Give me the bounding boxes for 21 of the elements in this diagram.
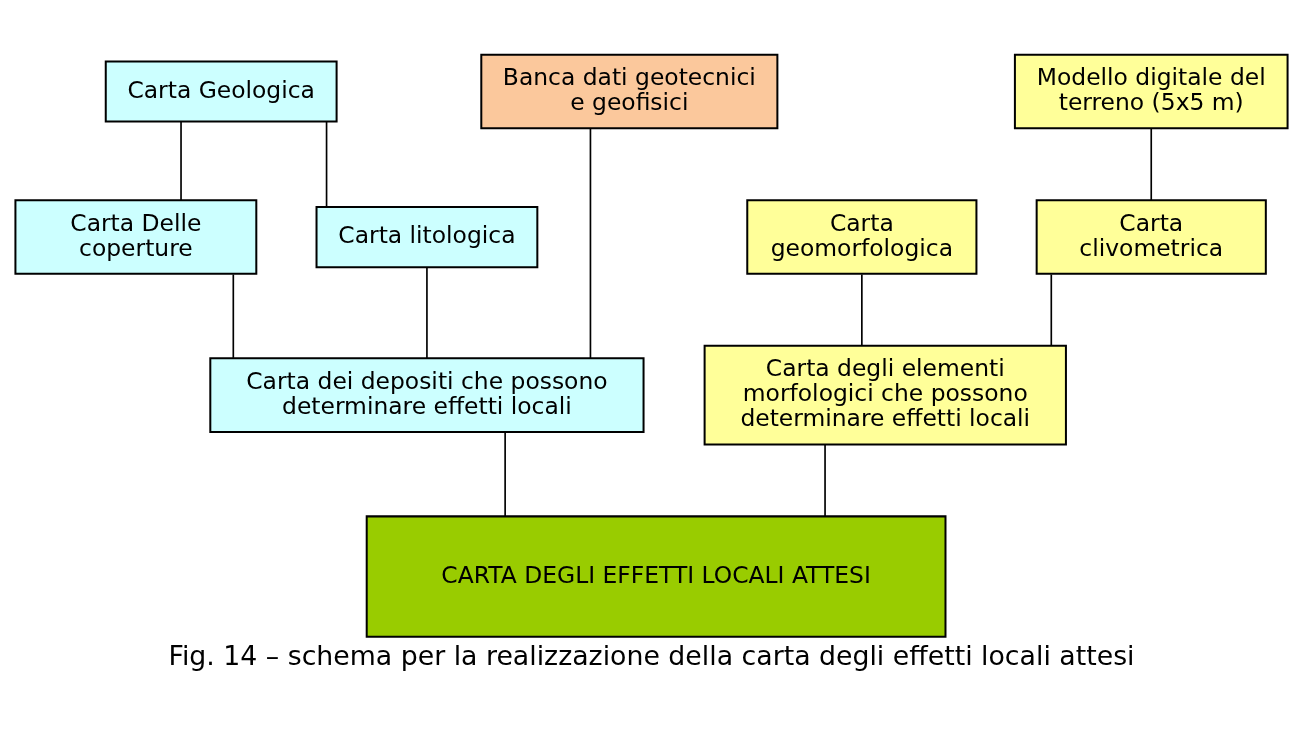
connector [325, 120, 328, 208]
connector [232, 273, 235, 359]
connector [1150, 128, 1153, 201]
connector [861, 273, 863, 347]
node-box: Carta litologica [315, 205, 539, 269]
node-box: Carta clivometrica [1035, 199, 1267, 275]
node-box: Carta Geologica [104, 60, 338, 123]
node-box: Banca dati geotecnici e geofisici [480, 53, 779, 130]
node-box: Carta degli elementi morfologici che possono determinare effetti locali [703, 344, 1067, 446]
node-box: Carta geomorfologica [746, 199, 978, 275]
node-box: CARTA DEGLI EFFETTI LOCALI ATTESI [365, 515, 947, 638]
node-box: Carta dei depositi che possono determinare effetti locali [209, 357, 645, 433]
connector [824, 443, 826, 517]
connector [180, 120, 182, 202]
connector [504, 431, 506, 517]
node-box: Carta Delle coperture [14, 199, 258, 275]
node-box: Modello digitale del terreno (5x5 m) [1013, 53, 1289, 130]
connector [1050, 273, 1053, 347]
connector [589, 127, 592, 359]
caption: Fig. 14 – schema per la realizzazione della carta degli effetti locali attesi [168, 639, 1135, 671]
connector [426, 266, 428, 359]
